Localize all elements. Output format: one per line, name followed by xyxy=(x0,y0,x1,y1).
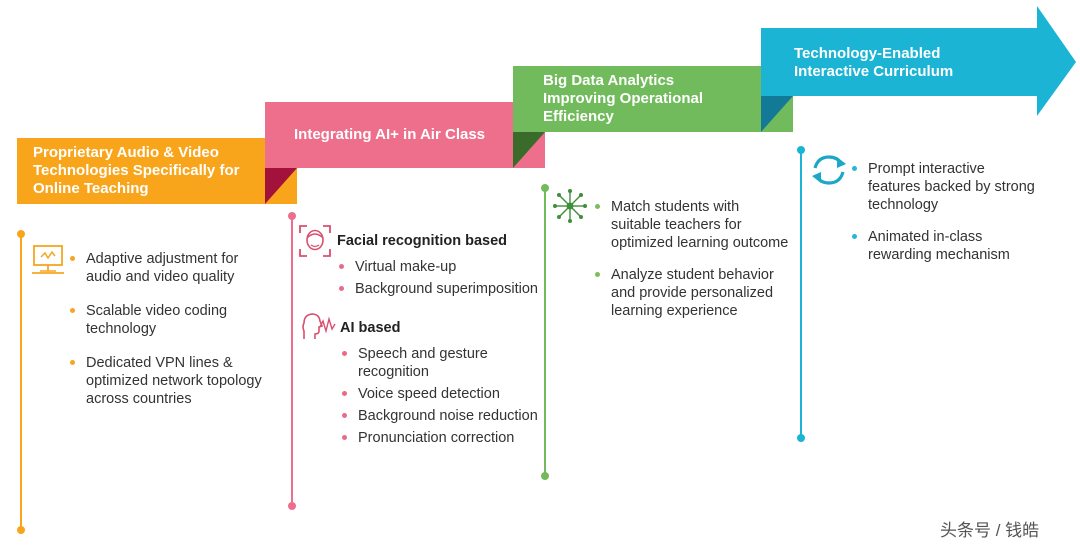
stage-1-timeline-start xyxy=(17,230,25,238)
stage-2-timeline-start xyxy=(288,212,296,220)
stage-4-banner: Technology-Enabled Interactive Curriculu… xyxy=(761,30,1021,96)
stage-4-timeline xyxy=(800,150,802,438)
list-item: Pronunciation correction xyxy=(340,429,550,447)
list-item: Prompt interactive features backed by st… xyxy=(850,160,1070,214)
list-item: Adaptive adjustment for audio and video … xyxy=(68,250,288,286)
stage-4-arrow-shape xyxy=(761,6,1076,116)
facial-recognition-list: Virtual make-up Background superimpositi… xyxy=(337,258,547,302)
stage-2-fold xyxy=(513,132,545,168)
network-node-icon xyxy=(553,189,587,223)
ai-based-heading: AI based xyxy=(340,320,401,336)
monitor-icon xyxy=(32,245,64,274)
list-item: Voice speed detection xyxy=(340,385,550,403)
list-item: Animated in-class rewarding mechanism xyxy=(850,228,1070,264)
list-item: Background superimposition xyxy=(337,280,547,298)
list-item: Match students with suitable teachers fo… xyxy=(593,198,808,252)
list-item: Analyze student behavior and provide per… xyxy=(593,266,808,320)
stage-1-fold xyxy=(265,168,297,204)
ai-based-list: Speech and gesture recognition Voice spe… xyxy=(340,345,550,451)
stage-3-timeline-end xyxy=(541,472,549,480)
stage-4-timeline-end xyxy=(797,434,805,442)
stage-3-fold xyxy=(761,96,793,132)
stage-3-list: Match students with suitable teachers fo… xyxy=(593,198,808,334)
stage-3-timeline xyxy=(544,188,546,476)
stage-4-title: Technology-Enabled Interactive Curriculu… xyxy=(794,45,954,80)
stage-4-timeline-start xyxy=(797,146,805,154)
stage-1-timeline xyxy=(20,234,22,530)
list-item: Speech and gesture recognition xyxy=(340,345,550,381)
stage-2-timeline xyxy=(291,216,293,506)
list-item: Background noise reduction xyxy=(340,407,550,425)
stage-1-title: Proprietary Audio & Video Technologies S… xyxy=(33,144,240,197)
stage-1-list: Adaptive adjustment for audio and video … xyxy=(68,250,288,424)
stage-3-banner: Big Data Analytics Improving Operational… xyxy=(513,66,793,132)
watermark: 头条号 / 钱皓 xyxy=(940,521,1040,540)
stage-4-list: Prompt interactive features backed by st… xyxy=(850,160,1070,278)
stage-3-title: Big Data Analytics Improving Operational… xyxy=(543,72,704,125)
facial-recognition-heading: Facial recognition based xyxy=(337,233,508,249)
stage-2-title: Integrating AI+ in Air Class xyxy=(294,126,486,143)
stage-1-timeline-end xyxy=(17,526,25,534)
list-item: Dedicated VPN lines & optimized network … xyxy=(68,354,288,408)
face-scan-icon xyxy=(299,225,331,257)
stage-3-timeline-start xyxy=(541,184,549,192)
list-item: Virtual make-up xyxy=(337,258,547,276)
refresh-arrows-icon xyxy=(812,155,846,185)
stage-2-banner: Integrating AI+ in Air Class xyxy=(265,102,545,168)
stage-1-banner: Proprietary Audio & Video Technologies S… xyxy=(17,138,297,204)
stage-2-timeline-end xyxy=(288,502,296,510)
list-item: Scalable video coding technology xyxy=(68,302,288,338)
voice-head-icon xyxy=(302,313,336,339)
